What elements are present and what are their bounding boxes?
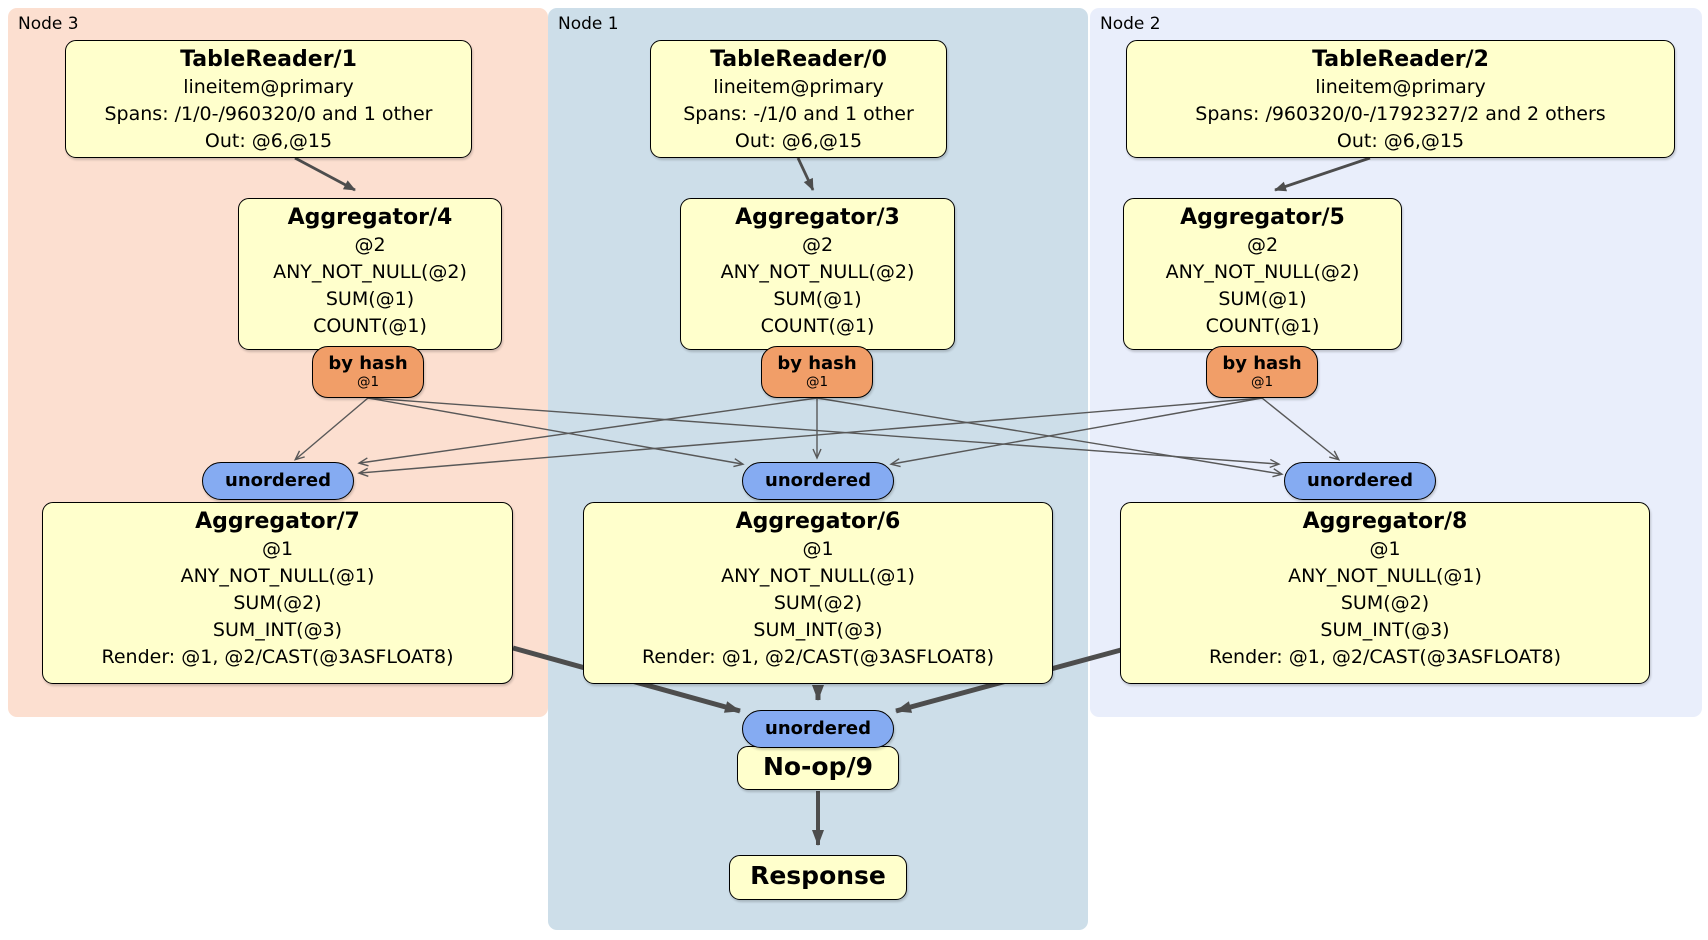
processor-agg-fn: SUM_INT(@3) <box>212 619 343 641</box>
processor-agg-fn: ANY_NOT_NULL(@2) <box>273 261 467 283</box>
processor-agg-fn: ANY_NOT_NULL(@1) <box>721 565 915 587</box>
router-columns: @1 <box>356 374 380 390</box>
processor-agg-fn: ANY_NOT_NULL(@1) <box>180 565 375 587</box>
region-node1-label: Node 1 <box>558 14 619 34</box>
router-label: by hash <box>328 353 408 374</box>
router-label: by hash <box>777 353 857 374</box>
processor-groupcols: @1 <box>802 538 834 560</box>
processor-aggregator-5: Aggregator/5 @2 ANY_NOT_NULL(@2) SUM(@1)… <box>1123 198 1402 350</box>
processor-render: Render: @1, @2/CAST(@3ASFLOAT8) <box>642 646 994 668</box>
processor-render: Render: @1, @2/CAST(@3ASFLOAT8) <box>101 646 454 668</box>
processor-title: Aggregator/4 <box>287 205 453 230</box>
router-by-hash-5: by hash @1 <box>1206 346 1318 398</box>
processor-index: lineitem@primary <box>1315 76 1486 98</box>
response-node: Response <box>729 855 907 900</box>
processor-aggregator-3: Aggregator/3 @2 ANY_NOT_NULL(@2) SUM(@1)… <box>680 198 955 350</box>
processor-tablereader-0: TableReader/0 lineitem@primary Spans: -/… <box>650 40 947 158</box>
processor-groupcols: @2 <box>801 234 834 256</box>
processor-title: Aggregator/7 <box>195 509 360 534</box>
processor-agg-fn: SUM(@2) <box>773 592 863 614</box>
processor-out: Out: @6,@15 <box>204 130 333 152</box>
processor-aggregator-4: Aggregator/4 @2 ANY_NOT_NULL(@2) SUM(@1)… <box>238 198 502 350</box>
processor-agg-fn: ANY_NOT_NULL(@1) <box>1288 565 1482 587</box>
processor-title: TableReader/1 <box>180 47 357 72</box>
processor-agg-fn: SUM(@1) <box>773 288 862 310</box>
processor-index: lineitem@primary <box>713 76 884 98</box>
processor-agg-fn: SUM_INT(@3) <box>753 619 883 641</box>
processor-groupcols: @1 <box>1369 538 1401 560</box>
sync-unordered-right: unordered <box>1284 462 1436 500</box>
router-columns: @1 <box>1250 374 1274 390</box>
processor-agg-fn: SUM_INT(@3) <box>1320 619 1450 641</box>
processor-aggregator-7: Aggregator/7 @1 ANY_NOT_NULL(@1) SUM(@2)… <box>42 502 513 684</box>
processor-title: Aggregator/8 <box>1302 509 1468 534</box>
processor-agg-fn: COUNT(@1) <box>313 315 427 337</box>
router-by-hash-4: by hash @1 <box>312 346 424 398</box>
processor-spans: Spans: /960320/0-/1792327/2 and 2 others <box>1195 103 1606 125</box>
sync-unordered-middle: unordered <box>742 462 894 500</box>
region-node3-label: Node 3 <box>18 14 79 34</box>
processor-agg-fn: COUNT(@1) <box>1205 315 1320 337</box>
processor-title: TableReader/0 <box>710 47 887 72</box>
processor-spans: Spans: /1/0-/960320/0 and 1 other <box>104 103 433 125</box>
processor-title: Aggregator/3 <box>735 205 900 230</box>
processor-out: Out: @6,@15 <box>734 130 863 152</box>
processor-tablereader-2: TableReader/2 lineitem@primary Spans: /9… <box>1126 40 1675 158</box>
processor-agg-fn: COUNT(@1) <box>760 315 875 337</box>
processor-title: Aggregator/6 <box>735 509 901 534</box>
processor-agg-fn: SUM(@1) <box>325 288 415 310</box>
processor-aggregator-6: Aggregator/6 @1 ANY_NOT_NULL(@1) SUM(@2)… <box>583 502 1053 684</box>
sync-unordered-left: unordered <box>202 462 354 500</box>
router-by-hash-3: by hash @1 <box>761 346 873 398</box>
processor-title: Aggregator/5 <box>1180 205 1345 230</box>
router-label: by hash <box>1222 353 1302 374</box>
region-node2-label: Node 2 <box>1100 14 1161 34</box>
processor-agg-fn: ANY_NOT_NULL(@2) <box>1165 261 1360 283</box>
processor-index: lineitem@primary <box>183 76 354 98</box>
processor-render: Render: @1, @2/CAST(@3ASFLOAT8) <box>1209 646 1561 668</box>
processor-groupcols: @1 <box>261 538 294 560</box>
processor-groupcols: @2 <box>354 234 386 256</box>
processor-spans: Spans: -/1/0 and 1 other <box>683 103 914 125</box>
processor-aggregator-8: Aggregator/8 @1 ANY_NOT_NULL(@1) SUM(@2)… <box>1120 502 1650 684</box>
processor-agg-fn: SUM(@1) <box>1218 288 1307 310</box>
processor-noop: No-op/9 <box>737 746 899 790</box>
processor-title: TableReader/2 <box>1312 47 1489 72</box>
processor-tablereader-1: TableReader/1 lineitem@primary Spans: /1… <box>65 40 472 158</box>
router-columns: @1 <box>805 374 829 390</box>
processor-groupcols: @2 <box>1246 234 1279 256</box>
processor-agg-fn: SUM(@2) <box>233 592 322 614</box>
processor-out: Out: @6,@15 <box>1336 130 1465 152</box>
processor-agg-fn: ANY_NOT_NULL(@2) <box>720 261 915 283</box>
processor-agg-fn: SUM(@2) <box>1340 592 1430 614</box>
sync-unordered-final: unordered <box>742 710 894 748</box>
